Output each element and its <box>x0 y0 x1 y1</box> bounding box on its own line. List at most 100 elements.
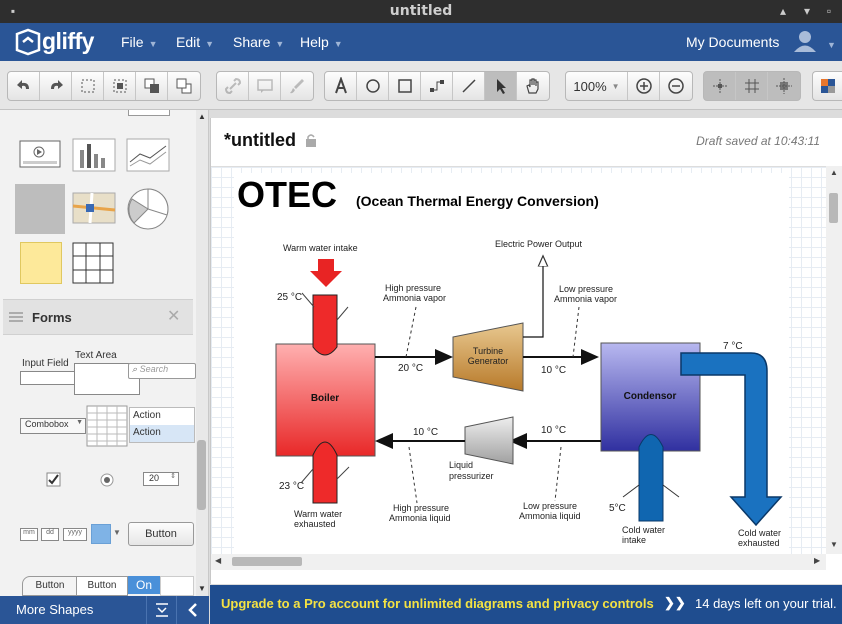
select-all-button[interactable] <box>72 72 104 100</box>
grid-toggle-button[interactable] <box>736 72 768 100</box>
shape-tab-button-2[interactable]: Button <box>76 576 128 596</box>
temp-23-label: 23 °C <box>279 481 304 492</box>
shape-video-player[interactable] <box>19 140 61 170</box>
zoom-in-button[interactable] <box>628 72 660 100</box>
pointer-tool-button[interactable] <box>485 72 517 100</box>
link-icon <box>224 77 241 95</box>
user-menu-caret-icon[interactable]: ▼ <box>827 40 836 50</box>
my-documents-link[interactable]: My Documents <box>686 34 780 50</box>
scroll-down-icon[interactable]: ▼ <box>198 584 206 593</box>
shape-button[interactable]: Button <box>128 522 194 546</box>
shape-map[interactable] <box>72 192 116 224</box>
zoom-out-button[interactable] <box>660 72 692 100</box>
snap-guides-button[interactable] <box>704 72 736 100</box>
canvas-horizontal-scroll-thumb[interactable] <box>232 557 302 566</box>
shape-placeholder-image[interactable] <box>15 184 65 234</box>
undo-button[interactable] <box>8 72 40 100</box>
crosshair-icon <box>712 79 727 93</box>
pan-tool-button[interactable] <box>517 72 549 100</box>
connector-tool-button[interactable] <box>421 72 453 100</box>
shape-combobox[interactable]: Combobox ▼ <box>20 418 86 434</box>
shape-color-picker[interactable] <box>91 524 111 544</box>
double-chevron-right-icon[interactable]: ❯❯ <box>664 595 686 610</box>
undo-icon <box>16 80 29 89</box>
shape-pie-chart[interactable] <box>126 187 170 231</box>
upgrade-banner[interactable] <box>210 585 842 624</box>
collapse-sections-button[interactable] <box>146 596 177 624</box>
zoom-select[interactable]: 100%▼ <box>566 72 628 100</box>
ellipse-tool-button[interactable] <box>357 72 389 100</box>
shape-line-chart[interactable] <box>126 138 170 172</box>
shape-input-field[interactable] <box>20 371 76 385</box>
close-icon[interactable]: ▫ <box>826 4 832 18</box>
canvas-vertical-scroll-thumb[interactable] <box>829 193 838 223</box>
shape-date-dd[interactable]: dd <box>41 528 59 541</box>
send-back-button[interactable] <box>168 72 200 100</box>
lp-liquid-label-2: Ammonia liquid <box>519 511 581 521</box>
shape-sticky-note[interactable] <box>20 242 62 284</box>
shape-toggle-off[interactable] <box>160 576 194 596</box>
shape-radio-button[interactable] <box>100 473 114 487</box>
line-tool-button[interactable] <box>453 72 485 100</box>
drag-handle-icon[interactable] <box>9 311 23 323</box>
shape-spinner[interactable]: 20 ⇕ <box>143 472 179 486</box>
minimize-icon[interactable]: ▴ <box>779 4 787 18</box>
shape-table[interactable] <box>72 242 116 286</box>
text-tool-button[interactable] <box>325 72 357 100</box>
style-brush-button[interactable] <box>281 72 313 100</box>
diagram-canvas[interactable]: OTEC (Ocean Thermal Energy Conversion) W… <box>211 166 826 555</box>
canvas-vertical-scrollbar[interactable]: ▲ ▼ <box>826 166 842 554</box>
forms-section-header[interactable]: Forms ✕ <box>3 299 193 335</box>
scroll-down-icon[interactable]: ▼ <box>830 540 838 549</box>
upgrade-link[interactable]: Upgrade to a Pro account for unlimited d… <box>221 596 654 611</box>
scroll-up-icon[interactable]: ▲ <box>830 168 838 177</box>
shape-date-mm[interactable]: mm <box>20 528 38 541</box>
electric-output-label: Electric Power Output <box>495 239 583 249</box>
rectangle-tool-button[interactable] <box>389 72 421 100</box>
left-panel-scroll-thumb[interactable] <box>197 440 206 510</box>
shape-data-grid[interactable] <box>86 405 128 447</box>
shape-date-yyyy[interactable]: yyyy <box>63 528 87 541</box>
cold-inlet-pipe <box>638 434 664 522</box>
forms-section-title: Forms <box>32 310 72 325</box>
collapse-icon <box>156 603 168 617</box>
document-title[interactable]: *untitled <box>224 130 318 151</box>
link-button[interactable] <box>217 72 249 100</box>
otec-diagram[interactable]: OTEC (Ocean Thermal Energy Conversion) W… <box>211 167 826 555</box>
lock-icon[interactable] <box>304 133 318 147</box>
shape-toggle-on[interactable]: On <box>128 576 160 594</box>
window-menu-icon[interactable]: ▪ <box>10 4 16 18</box>
group-button[interactable] <box>104 72 136 100</box>
shape-text-area[interactable] <box>74 363 140 395</box>
snap-grid-button[interactable] <box>768 72 800 100</box>
maximize-icon[interactable]: ▾ <box>803 4 811 18</box>
shape-bar-chart[interactable] <box>72 138 116 172</box>
hide-panel-button[interactable] <box>176 596 209 624</box>
left-panel-scrollbar[interactable]: ▲ ▼ <box>196 110 208 596</box>
canvas-horizontal-scrollbar[interactable]: ◀ ▶ <box>211 554 826 570</box>
comment-button[interactable] <box>249 72 281 100</box>
menu-share[interactable]: Share▼ <box>233 34 285 50</box>
menu-edit[interactable]: Edit▼ <box>176 34 215 50</box>
menu-help[interactable]: Help▼ <box>300 34 343 50</box>
shape-search-field[interactable]: ⌕ Search <box>128 363 196 379</box>
menu-file[interactable]: File▼ <box>121 34 158 50</box>
scroll-right-icon[interactable]: ▶ <box>814 556 821 565</box>
more-shapes-button[interactable]: More Shapes <box>0 596 146 624</box>
color-picker-caret-icon[interactable]: ▼ <box>113 528 121 537</box>
scroll-up-icon[interactable]: ▲ <box>198 112 206 121</box>
shape-partial[interactable] <box>128 110 170 116</box>
close-section-icon[interactable]: ✕ <box>167 308 181 325</box>
bring-front-button[interactable] <box>136 72 168 100</box>
shape-tab-button-1[interactable]: Button <box>22 576 78 596</box>
hp-vapor-label-2: Ammonia vapor <box>383 293 446 303</box>
scroll-left-icon[interactable]: ◀ <box>215 556 222 565</box>
group-icon <box>113 79 126 93</box>
shape-list-box[interactable]: Action Action <box>129 407 195 443</box>
electric-output-line <box>523 257 543 338</box>
redo-button[interactable] <box>40 72 72 100</box>
toolbar: 100%▼ <box>0 61 842 110</box>
user-avatar-icon[interactable] <box>792 29 818 53</box>
theme-button[interactable] <box>813 72 842 100</box>
shape-checkbox[interactable] <box>46 472 62 488</box>
